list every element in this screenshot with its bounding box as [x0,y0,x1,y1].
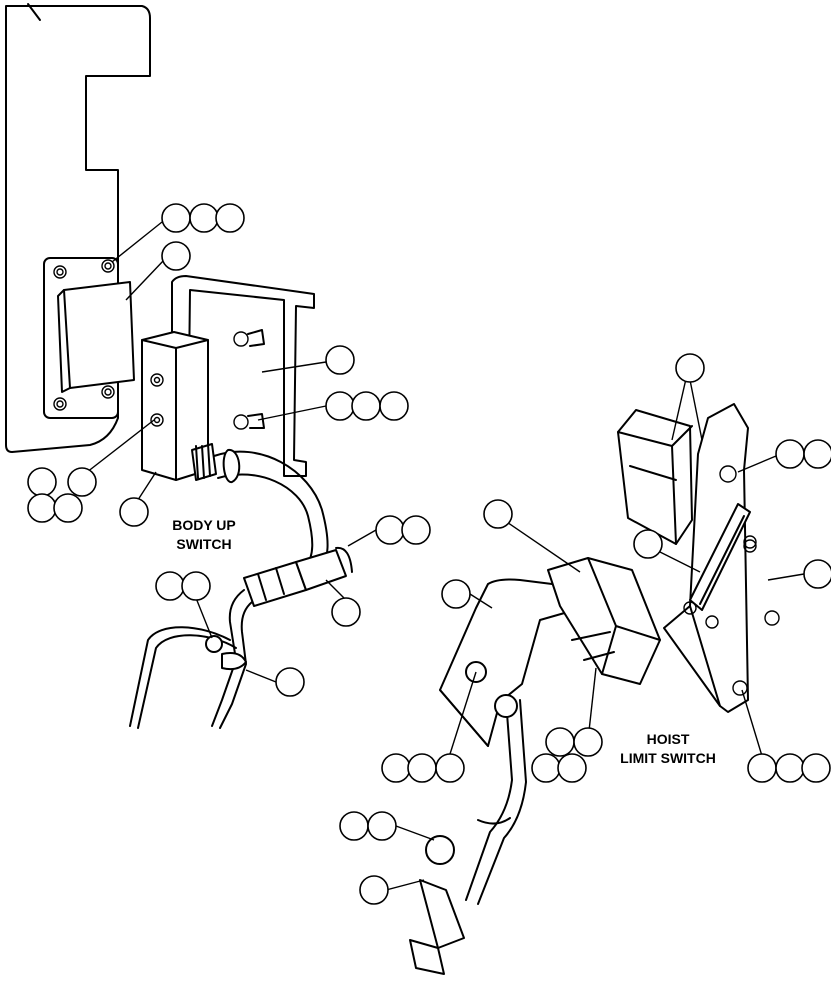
callout-balloon [181,571,211,601]
callout-balloon [407,753,437,783]
callout-balloon [155,571,185,601]
callout-balloon [401,515,431,545]
callout-balloon [675,353,705,383]
body-up-cable [129,449,353,729]
callout-balloon [379,391,409,421]
callout-balloon [67,467,97,497]
callout-balloon [27,467,57,497]
callout-balloon [775,439,805,469]
callout-balloon [161,241,191,271]
callout-balloon [483,499,513,529]
callout-balloon [747,753,777,783]
hoist-switch-block-upper [617,409,693,545]
callout-balloon [367,811,397,841]
callout-balloon [359,875,389,905]
callout-balloon [633,529,663,559]
callout-balloon [161,203,191,233]
callout-balloon [775,753,805,783]
hoist-switch-box [547,557,661,685]
callout-balloon [325,345,355,375]
callout-balloon [375,515,405,545]
callout-balloon [803,559,831,589]
body-up-label-line1: BODY UP [172,517,236,533]
callout-balloon [189,203,219,233]
callout-balloon [119,497,149,527]
callout-balloon [531,753,561,783]
callout-balloon [325,391,355,421]
callout-balloon [557,753,587,783]
hoist-cable [409,661,527,975]
hoist-label-line1: HOIST [647,731,690,747]
callout-balloon [339,811,369,841]
callout-balloon [545,727,575,757]
body-up-label-line2: SWITCH [176,536,231,552]
callout-balloon [215,203,245,233]
callout-balloon [27,493,57,523]
callout-balloon [275,667,305,697]
callout-balloon [803,439,831,469]
body-up-switch-block [141,331,217,481]
hoist-long-bracket [683,503,757,629]
callout-balloons [27,203,831,905]
callout-balloon [801,753,831,783]
hoist-switch-plate [663,403,780,713]
hoist-angle-bracket [439,578,611,747]
hoist-label-line2: LIMIT SWITCH [620,750,716,766]
callout-balloon [381,753,411,783]
callout-balloon [331,597,361,627]
callout-balloon [441,579,471,609]
callout-balloon [573,727,603,757]
frame-switch-mount [43,257,135,419]
callout-balloon [351,391,381,421]
callout-balloon [435,753,465,783]
callout-balloon [53,493,83,523]
